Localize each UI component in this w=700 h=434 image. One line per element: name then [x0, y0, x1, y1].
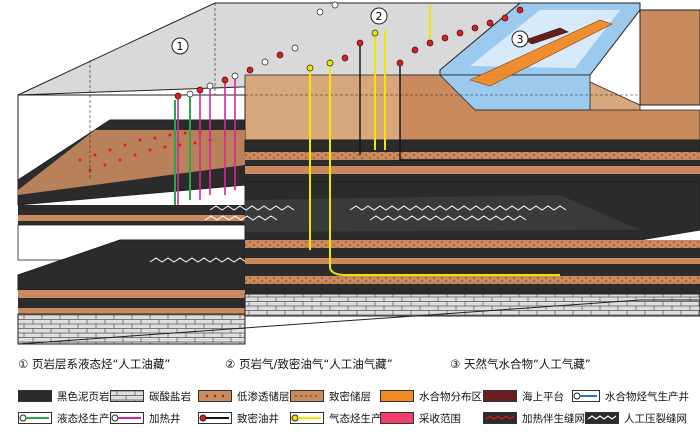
legend-artificial-fracture: 人工压裂缝网 [585, 409, 687, 427]
left-stripe-2 [18, 215, 245, 221]
caption-item-1: ① 页岩层系液态烃“人工油藏” [18, 357, 171, 371]
legend-label: 致密油井 [237, 412, 279, 425]
gas-well-icon [290, 412, 324, 424]
upper-brown-plane [18, 130, 245, 195]
legend-recovery-range: 采收范围 [380, 409, 461, 427]
gas-wells [309, 5, 560, 276]
left-carbonate-base [17, 313, 246, 345]
legend-gas-well: 气态烃生产井 [290, 409, 392, 427]
legend-heating-fracture: 加热伴生缝网 [483, 409, 585, 427]
legend-label: 黑色泥页岩 [57, 390, 110, 403]
legend-label: 低渗透储层 [237, 390, 290, 403]
heating-wells [177, 78, 236, 205]
reservoir-block-diagram: 1 2 3 [17, 1, 700, 345]
bottom-edge [17, 299, 700, 345]
black-mudstone-icon [18, 390, 52, 402]
low-perm-reservoir-icon [198, 390, 232, 402]
legend-hydrate-zone: 水合物分布区 [380, 387, 482, 405]
left-stripe-6 [18, 308, 245, 314]
legend-label: 气态烃生产井 [329, 412, 392, 425]
right-stripe-brown-e [245, 276, 700, 284]
caption-item-3: ③ 天然气水合物“人工气藏” [450, 357, 591, 371]
legend-label: 液态烃生产井 [57, 412, 120, 425]
right-stripe-brown-b [245, 166, 700, 174]
callout-1: 1 [171, 37, 189, 55]
left-stripe-3 [18, 221, 245, 225]
tight-oil-well-icon [198, 412, 232, 424]
legend-label: 水合物分布区 [419, 390, 482, 403]
legend-hydrate-well: 水合物烃气生产井 [572, 387, 689, 405]
construction-lines [89, 3, 640, 180]
middle-brown-band [245, 195, 640, 232]
carbonate-salt-icon [110, 390, 144, 402]
svg-text:3: 3 [517, 33, 524, 46]
left-stripe-1 [18, 205, 245, 215]
legend-heating-well: 加热井 [110, 409, 181, 427]
left-stripe-5 [18, 298, 245, 308]
legend-label: 海上平台 [522, 390, 564, 403]
callout-2: 2 [370, 7, 388, 25]
right-face-top [244, 139, 700, 153]
hydrate-zone [469, 19, 613, 87]
right-stripe-brown-a [245, 152, 700, 160]
legend-tight-oil-well: 致密油井 [198, 409, 279, 427]
legend-liquid-well: 液态烃生产井 [18, 409, 120, 427]
legend-label: 采收范围 [419, 412, 461, 425]
legend-label: 人工压裂缝网 [624, 412, 687, 425]
right-stripe-dark-b [245, 174, 700, 182]
tight-oil-wells [359, 45, 640, 161]
well-heads [174, 1, 524, 100]
caption-item-2: ② 页岩气/致密油气“人工油气藏” [225, 357, 393, 371]
legend-label: 水合物烃气生产井 [605, 390, 689, 403]
hydrate-zone-icon [380, 390, 414, 402]
heating-fracture-icon [483, 412, 517, 424]
legend-offshore-platform: 海上平台 [483, 387, 564, 405]
liquid-hydrocarbon-wells [174, 96, 191, 205]
right-back-face [639, 9, 700, 106]
legend-black-mudstone: 黑色泥页岩 [18, 387, 110, 405]
right-carbonate-base [244, 293, 700, 317]
liquid-well-icon [18, 412, 52, 424]
offshore-platform [524, 27, 569, 45]
right-stripe-dark-a [245, 160, 700, 166]
tight-reservoir-icon [290, 390, 324, 402]
right-stripe-brown-d [245, 258, 700, 264]
legend-label: 碳酸盐岩 [149, 390, 191, 403]
legend-low-perm-reservoir: 低渗透储层 [198, 387, 290, 405]
legend-label: 加热井 [149, 412, 181, 425]
artificial-fracture-icon [585, 412, 619, 424]
legend-carbonate-salt: 碳酸盐岩 [110, 387, 191, 405]
recovery-range-icon [380, 412, 414, 424]
legend-label: 加热伴生缝网 [522, 412, 585, 425]
svg-text:2: 2 [376, 10, 383, 23]
legend-label: 致密储层 [329, 390, 371, 403]
right-stripe-dark-d [245, 264, 700, 276]
hydrate-well-icon [572, 390, 600, 402]
offshore-platform-icon [483, 390, 517, 402]
heating-well-icon [110, 412, 144, 424]
svg-text:1: 1 [177, 40, 184, 53]
left-stripe-4 [18, 290, 245, 298]
legend-tight-reservoir: 致密储层 [290, 387, 371, 405]
right-stripe-brown-c [245, 240, 700, 248]
right-stripe-dark-e [245, 284, 700, 294]
right-stripe-dark-c [245, 248, 700, 258]
callout-3: 3 [511, 30, 529, 48]
